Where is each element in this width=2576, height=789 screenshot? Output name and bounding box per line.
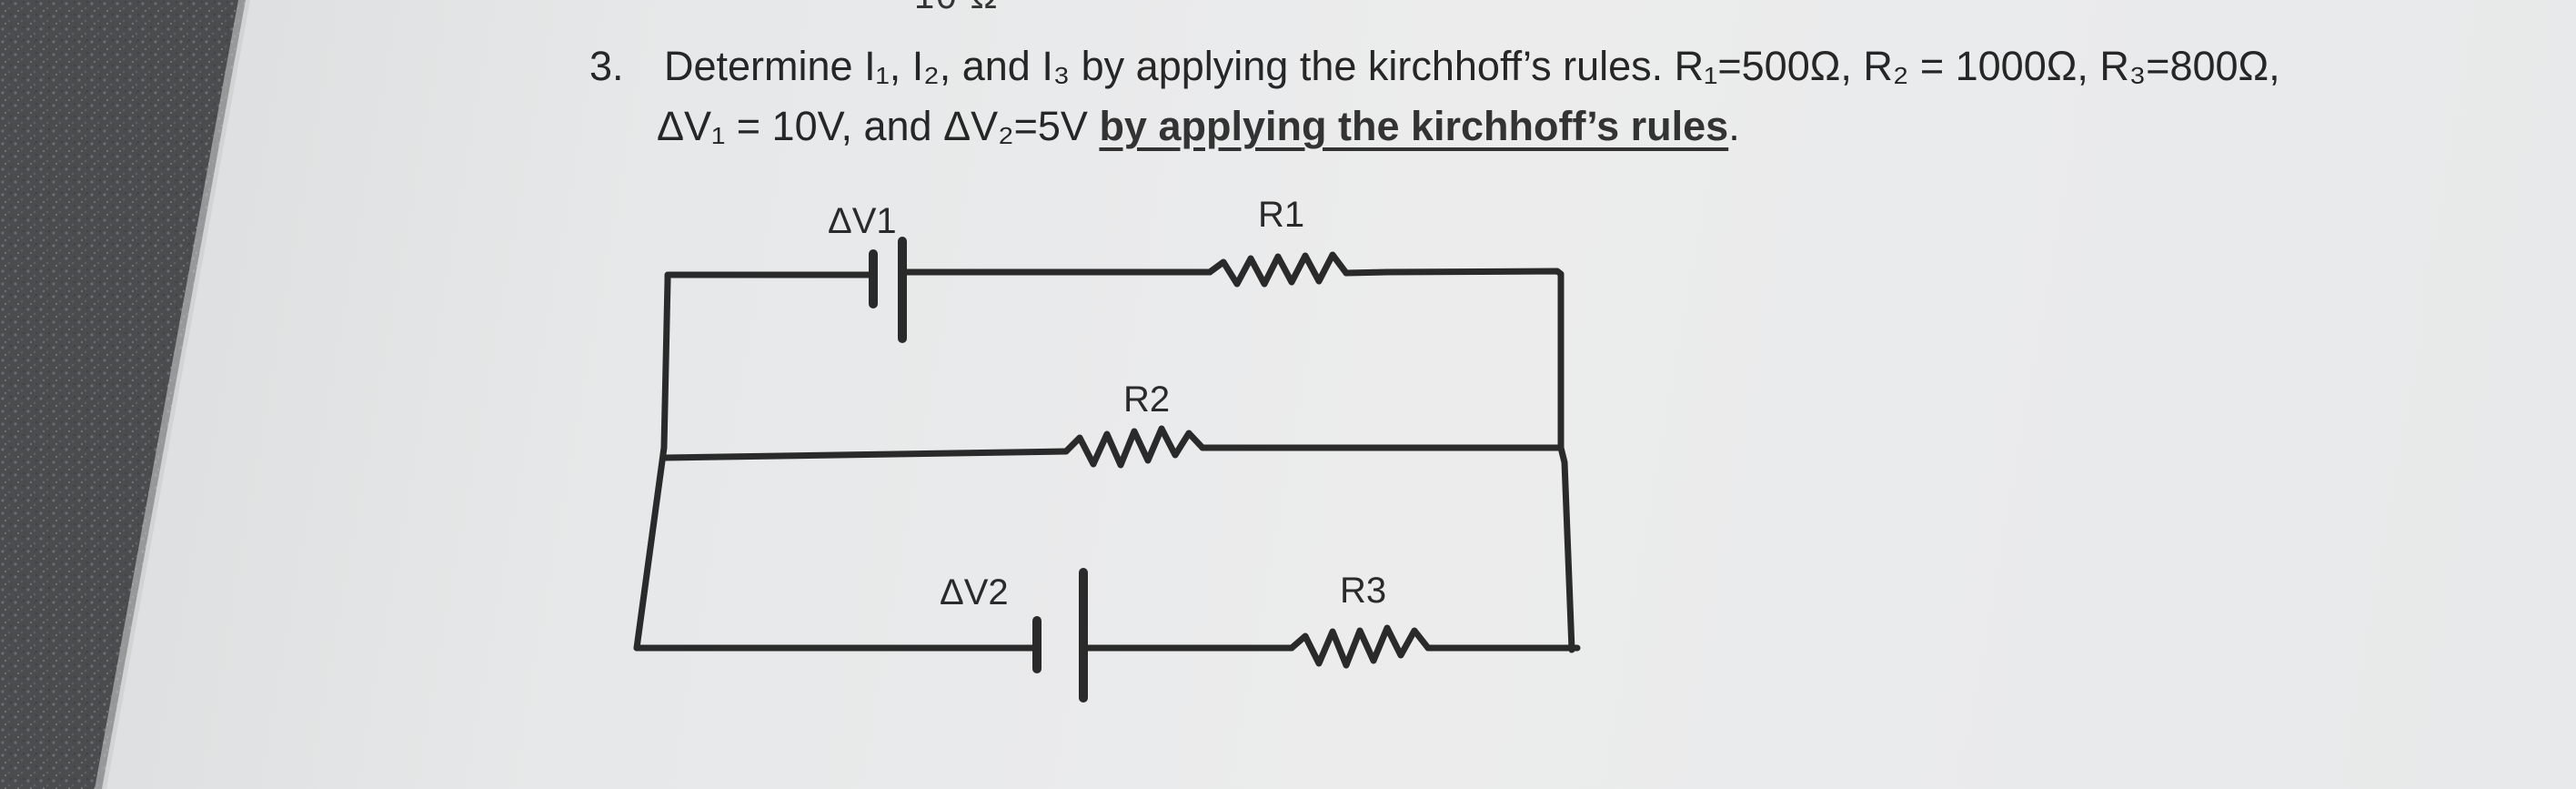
- right-wire-lower: [1557, 444, 1575, 653]
- label-r1: R1: [1258, 195, 1304, 235]
- label-v1: ΔV1: [828, 201, 897, 241]
- top-wire-left: [664, 271, 877, 284]
- resistor-r2-zigzag: [1062, 425, 1206, 469]
- cut-off-text: 10 Ω: [914, 0, 1000, 17]
- label-r2: R2: [1123, 379, 1170, 420]
- problem-line-2-end: .: [1728, 103, 1740, 149]
- problem-statement: 3. Determine I₁, I₂, and I₃ by applying t…: [589, 36, 2518, 157]
- top-wire-right: [1343, 268, 1565, 451]
- resistor-r1-zigzag: [1206, 251, 1350, 288]
- middle-wire-left: [660, 448, 1070, 461]
- problem-text-line-1: Determine I₁, I₂, and I₃ by applying the…: [664, 43, 2280, 89]
- label-v2: ΔV2: [940, 572, 1009, 612]
- problem-line-1: 3. Determine I₁, I₂, and I₃ by applying t…: [589, 36, 2518, 96]
- problem-line-2: ΔV₁ = 10V, and ΔV₂=5V by applying the ki…: [589, 96, 2518, 157]
- left-wire: [633, 277, 671, 652]
- label-r3: R3: [1340, 571, 1386, 611]
- underlined-phrase: by applying the kirchhoff’s rules: [1099, 103, 1729, 149]
- problem-text-line-2: ΔV₁ = 10V, and ΔV₂=5V: [657, 103, 1100, 149]
- problem-number: 3.: [589, 43, 624, 89]
- resistor-r3-zigzag: [1288, 624, 1432, 669]
